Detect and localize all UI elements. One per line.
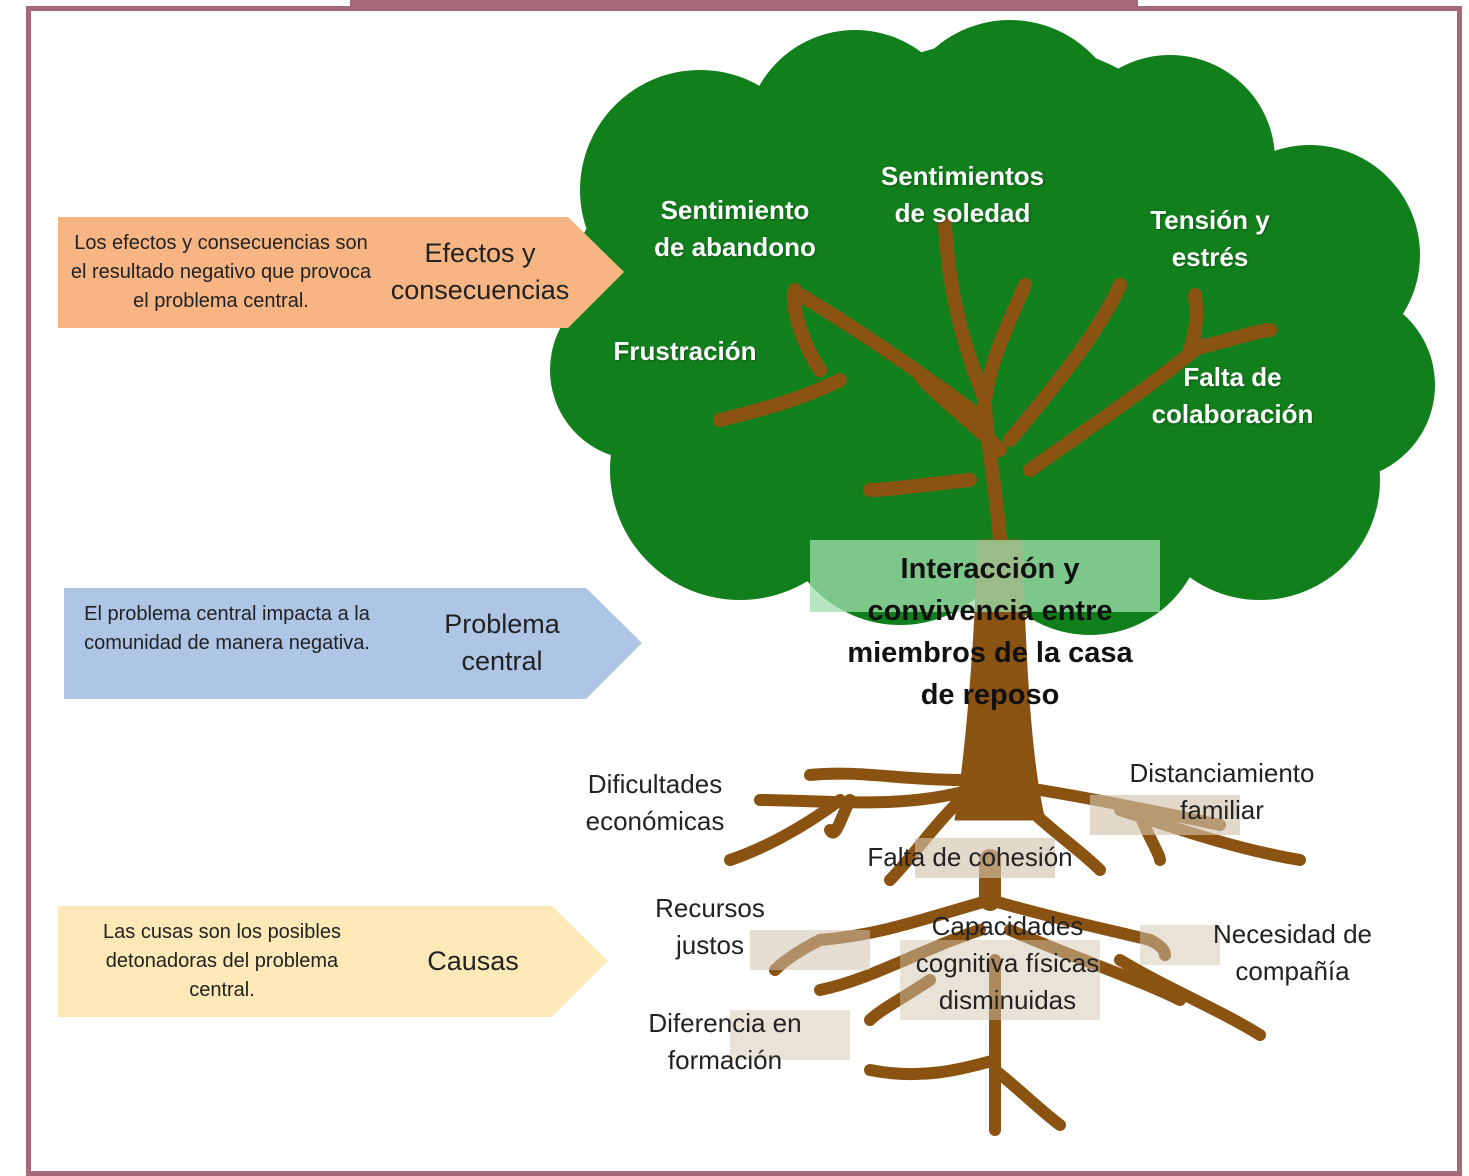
problem-description: El problema central impacta a la comunid…	[84, 603, 370, 654]
cause-label: Diferencia en formación	[648, 1008, 802, 1075]
causes-title: Causas	[427, 946, 519, 976]
cause-label: Necesidad de compañía	[1213, 919, 1372, 986]
problem-title: Problema central	[444, 609, 560, 676]
causes-description: Las cusas son los posibles detonadoras d…	[103, 921, 341, 1001]
effect-label: Tensión y estrés	[1150, 205, 1270, 272]
effects-arrow: Los efectos y consecuencias son el resul…	[58, 217, 624, 328]
top-bar	[350, 0, 1138, 7]
effects-title: Efectos y consecuencias	[390, 238, 570, 305]
causes-arrow: Las cusas son los posibles detonadoras d…	[58, 906, 608, 1017]
effect-label: Sentimientos de soledad	[880, 161, 1045, 228]
effects-description: Los efectos y consecuencias son el resul…	[70, 232, 372, 312]
cause-label: Dificultades económicas	[585, 769, 725, 836]
effect-label: Frustración	[613, 336, 757, 366]
cause-label: Falta de cohesión	[867, 842, 1073, 872]
cause-label: Recursos justos	[655, 893, 765, 960]
central-problem-label: Interacción y convivencia entre miembros…	[847, 553, 1133, 711]
effect-label: Sentimiento de abandono	[654, 195, 816, 262]
cause-label: Capacidades cognitiva físicas disminuida…	[915, 911, 1100, 1015]
problem-arrow: El problema central impacta a la comunid…	[64, 588, 642, 699]
label-bands	[730, 540, 1240, 1060]
cause-label: Distanciamiento familiar	[1129, 758, 1315, 825]
effect-label: Falta de colaboración	[1151, 362, 1314, 429]
